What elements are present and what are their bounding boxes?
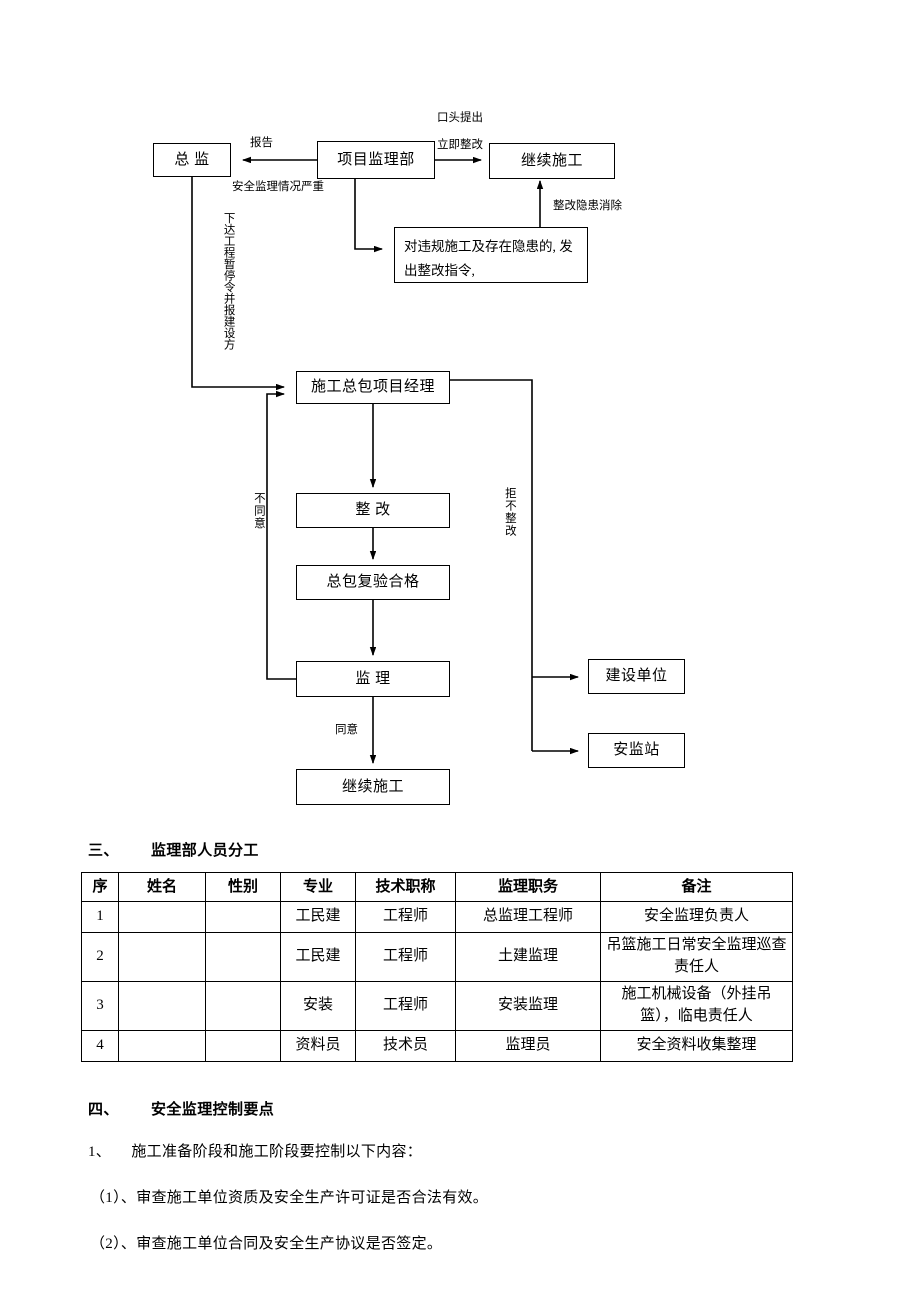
cell-index: 4: [81, 1030, 119, 1062]
cell-index: 3: [81, 981, 119, 1031]
cell-title: 工程师: [355, 981, 456, 1031]
safety-supervision-flowchart: 总 监 项目监理部 继续施工 对违规施工及存在隐患的, 发出整改指令, 施工总包…: [153, 112, 685, 805]
flow-box-rectify-order: 对违规施工及存在隐患的, 发出整改指令,: [394, 227, 588, 283]
cell-remark: 安全资料收集整理: [600, 1030, 793, 1062]
edge-label-disagree: 不同意: [252, 492, 265, 530]
section-three-number: 三、: [88, 842, 119, 859]
edge-label-immediate-rectify: 立即整改: [437, 139, 483, 151]
table-header-remark: 备注: [600, 872, 793, 902]
cell-title: 工程师: [355, 932, 456, 982]
edge-label-severe-safety-situation: 安全监理情况严重: [232, 181, 324, 193]
cell-duty: 监理员: [455, 1030, 601, 1062]
cell-duty: 土建监理: [455, 932, 601, 982]
table-header-row: 序 姓名 性别 专业 技术职称 监理职务 备注: [81, 872, 793, 902]
cell-gender: [205, 901, 281, 933]
cell-remark: 施工机械设备（外挂吊篮），临电责任人: [600, 981, 793, 1031]
table-row: 3 安装 工程师 安装监理 施工机械设备（外挂吊篮），临电责任人: [81, 981, 793, 1031]
edge-label-issue-stop-order: 下达工程暂停令并报建设方: [222, 212, 235, 350]
section-four-item-1-2: （2）、审查施工单位合同及安全生产协议是否签定。: [90, 1236, 443, 1252]
staff-assignment-table: 序 姓名 性别 专业 技术职称 监理职务 备注 1 工民建 工程师 总监理工程师…: [81, 872, 793, 1062]
table-header-major: 专业: [280, 872, 356, 902]
cell-gender: [205, 1030, 281, 1062]
cell-remark: 吊篮施工日常安全监理巡查责任人: [600, 932, 793, 982]
edge-label-verbal-raise: 口头提出: [437, 112, 483, 124]
edge-label-report: 报告: [250, 137, 273, 149]
edge-label-agree: 同意: [335, 724, 358, 736]
cell-name: [118, 981, 206, 1031]
cell-duty: 安装监理: [455, 981, 601, 1031]
table-header-duty: 监理职务: [455, 872, 601, 902]
table-header-gender: 性别: [205, 872, 281, 902]
table-row: 2 工民建 工程师 土建监理 吊篮施工日常安全监理巡查责任人: [81, 932, 793, 982]
flow-box-continue-construction-top: 继续施工: [489, 143, 615, 179]
flow-box-construction-unit: 建设单位: [588, 659, 685, 694]
cell-index: 2: [81, 932, 119, 982]
cell-remark: 安全监理负责人: [600, 901, 793, 933]
flow-box-chief-supervisor: 总 监: [153, 143, 231, 177]
cell-title: 技术员: [355, 1030, 456, 1062]
cell-major: 工民建: [280, 932, 356, 982]
cell-title: 工程师: [355, 901, 456, 933]
cell-gender: [205, 981, 281, 1031]
table-header-name: 姓名: [118, 872, 206, 902]
flow-box-rectify: 整 改: [296, 493, 450, 528]
section-four-item-1: 1、 施工准备阶段和施工阶段要控制以下内容：: [88, 1144, 423, 1160]
section-four-title: 安全监理控制要点: [151, 1101, 275, 1118]
cell-major: 资料员: [280, 1030, 356, 1062]
flow-box-safety-station: 安监站: [588, 733, 685, 768]
flow-box-continue-construction-bottom: 继续施工: [296, 769, 450, 805]
section-four-item-1-1: （1）、审查施工单位资质及安全生产许可证是否合法有效。: [90, 1190, 489, 1206]
cell-duty: 总监理工程师: [455, 901, 601, 933]
table-row: 4 资料员 技术员 监理员 安全资料收集整理: [81, 1030, 793, 1062]
flow-box-general-contractor-pm: 施工总包项目经理: [296, 371, 450, 404]
flowchart-connectors: [191, 156, 579, 764]
cell-major: 工民建: [280, 901, 356, 933]
flow-box-contractor-reinspection-pass: 总包复验合格: [296, 565, 450, 600]
cell-gender: [205, 932, 281, 982]
cell-major: 安装: [280, 981, 356, 1031]
table-row: 1 工民建 工程师 总监理工程师 安全监理负责人: [81, 901, 793, 933]
cell-name: [118, 932, 206, 982]
cell-name: [118, 901, 206, 933]
edge-label-refuse-to-rectify: 拒不整改: [503, 487, 516, 537]
cell-name: [118, 1030, 206, 1062]
flow-box-project-supervision-dept: 项目监理部: [317, 141, 435, 179]
table-header-title: 技术职称: [355, 872, 456, 902]
section-three-title: 监理部人员分工: [151, 842, 259, 859]
section-four-number: 四、: [88, 1101, 119, 1118]
flow-box-supervision: 监 理: [296, 661, 450, 697]
cell-index: 1: [81, 901, 119, 933]
edge-label-hazard-eliminated: 整改隐患消除: [553, 200, 622, 212]
table-header-index: 序: [81, 872, 119, 902]
